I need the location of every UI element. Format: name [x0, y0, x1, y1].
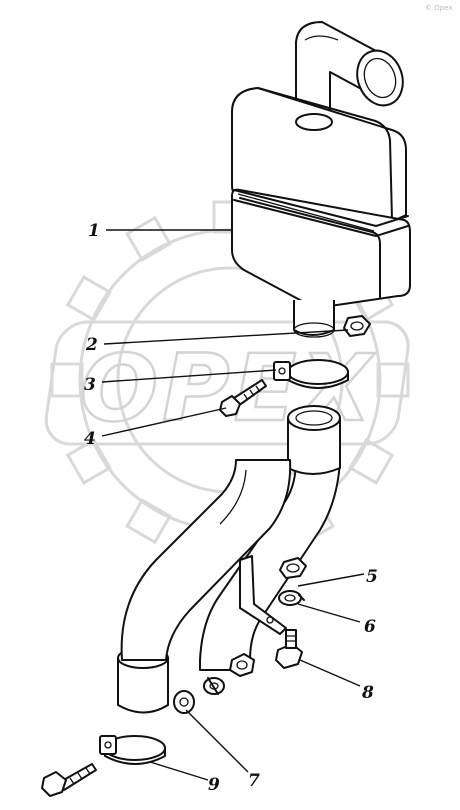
callout-3: 3 [84, 375, 96, 395]
part-7-flat-washer [173, 690, 195, 714]
callout-1: 1 [88, 221, 100, 241]
part-6-spring-washer [278, 590, 305, 606]
callout-9: 9 [208, 775, 220, 795]
callout-labels: 1 2 3 4 5 6 7 8 9 [84, 221, 378, 795]
part-4-bolt [219, 379, 267, 417]
leader-lines [101, 229, 365, 781]
callout-7: 7 [248, 771, 260, 791]
callout-4: 4 [84, 429, 96, 449]
lower-nut [229, 653, 255, 677]
part-3-clamp [273, 359, 349, 389]
callout-5: 5 [366, 567, 378, 587]
part-5-nut [279, 557, 307, 579]
callout-8: 8 [361, 683, 374, 703]
mounting-bracket [239, 555, 287, 635]
lower-spring-washer [203, 677, 225, 695]
lower-bolt [41, 763, 97, 797]
part-1-muffler [231, 21, 411, 338]
part-8-bolt [275, 629, 303, 669]
exhaust-pipe [117, 405, 341, 714]
callout-6: 6 [364, 617, 376, 637]
part-9-clamp [99, 735, 166, 765]
copyright-mark: © Opex [425, 4, 453, 12]
part-2-nut [343, 315, 371, 337]
callout-2: 2 [85, 335, 98, 355]
